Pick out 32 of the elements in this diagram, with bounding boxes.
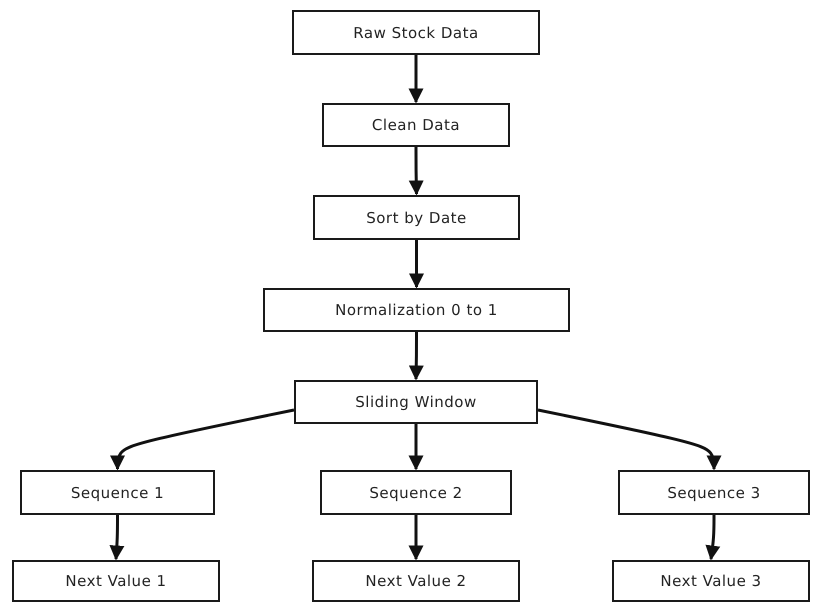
arrow [110,408,294,470]
box-label: Raw Stock Data [353,24,479,42]
process-box [263,288,570,332]
process-box [294,380,538,424]
arrow [408,424,424,470]
arrow [408,515,424,560]
process-box [320,470,512,515]
box-label: Sequence 3 [667,484,761,502]
box-label: Next Value 1 [65,572,167,590]
process-box [20,470,215,515]
box-label: Next Value 3 [660,572,762,590]
arrow [408,147,424,196]
process-box [618,470,810,515]
arrow [538,408,722,470]
box-label: Sliding Window [355,393,477,411]
box-label: Sequence 2 [369,484,463,502]
process-box [12,560,220,602]
box-label: Next Value 2 [365,572,467,590]
process-box [313,195,520,240]
arrow [409,240,424,288]
box-label: Normalization 0 to 1 [335,301,498,319]
arrow [705,515,720,560]
box-label: Sort by Date [366,208,467,226]
box-label: Sequence 1 [70,484,164,502]
process-box [292,10,540,55]
arrow [408,55,424,104]
process-box [322,103,510,147]
process-box [612,560,810,602]
box-label: Clean Data [372,116,460,134]
process-box [312,560,520,602]
arrow [109,515,124,560]
arrow [408,332,424,380]
